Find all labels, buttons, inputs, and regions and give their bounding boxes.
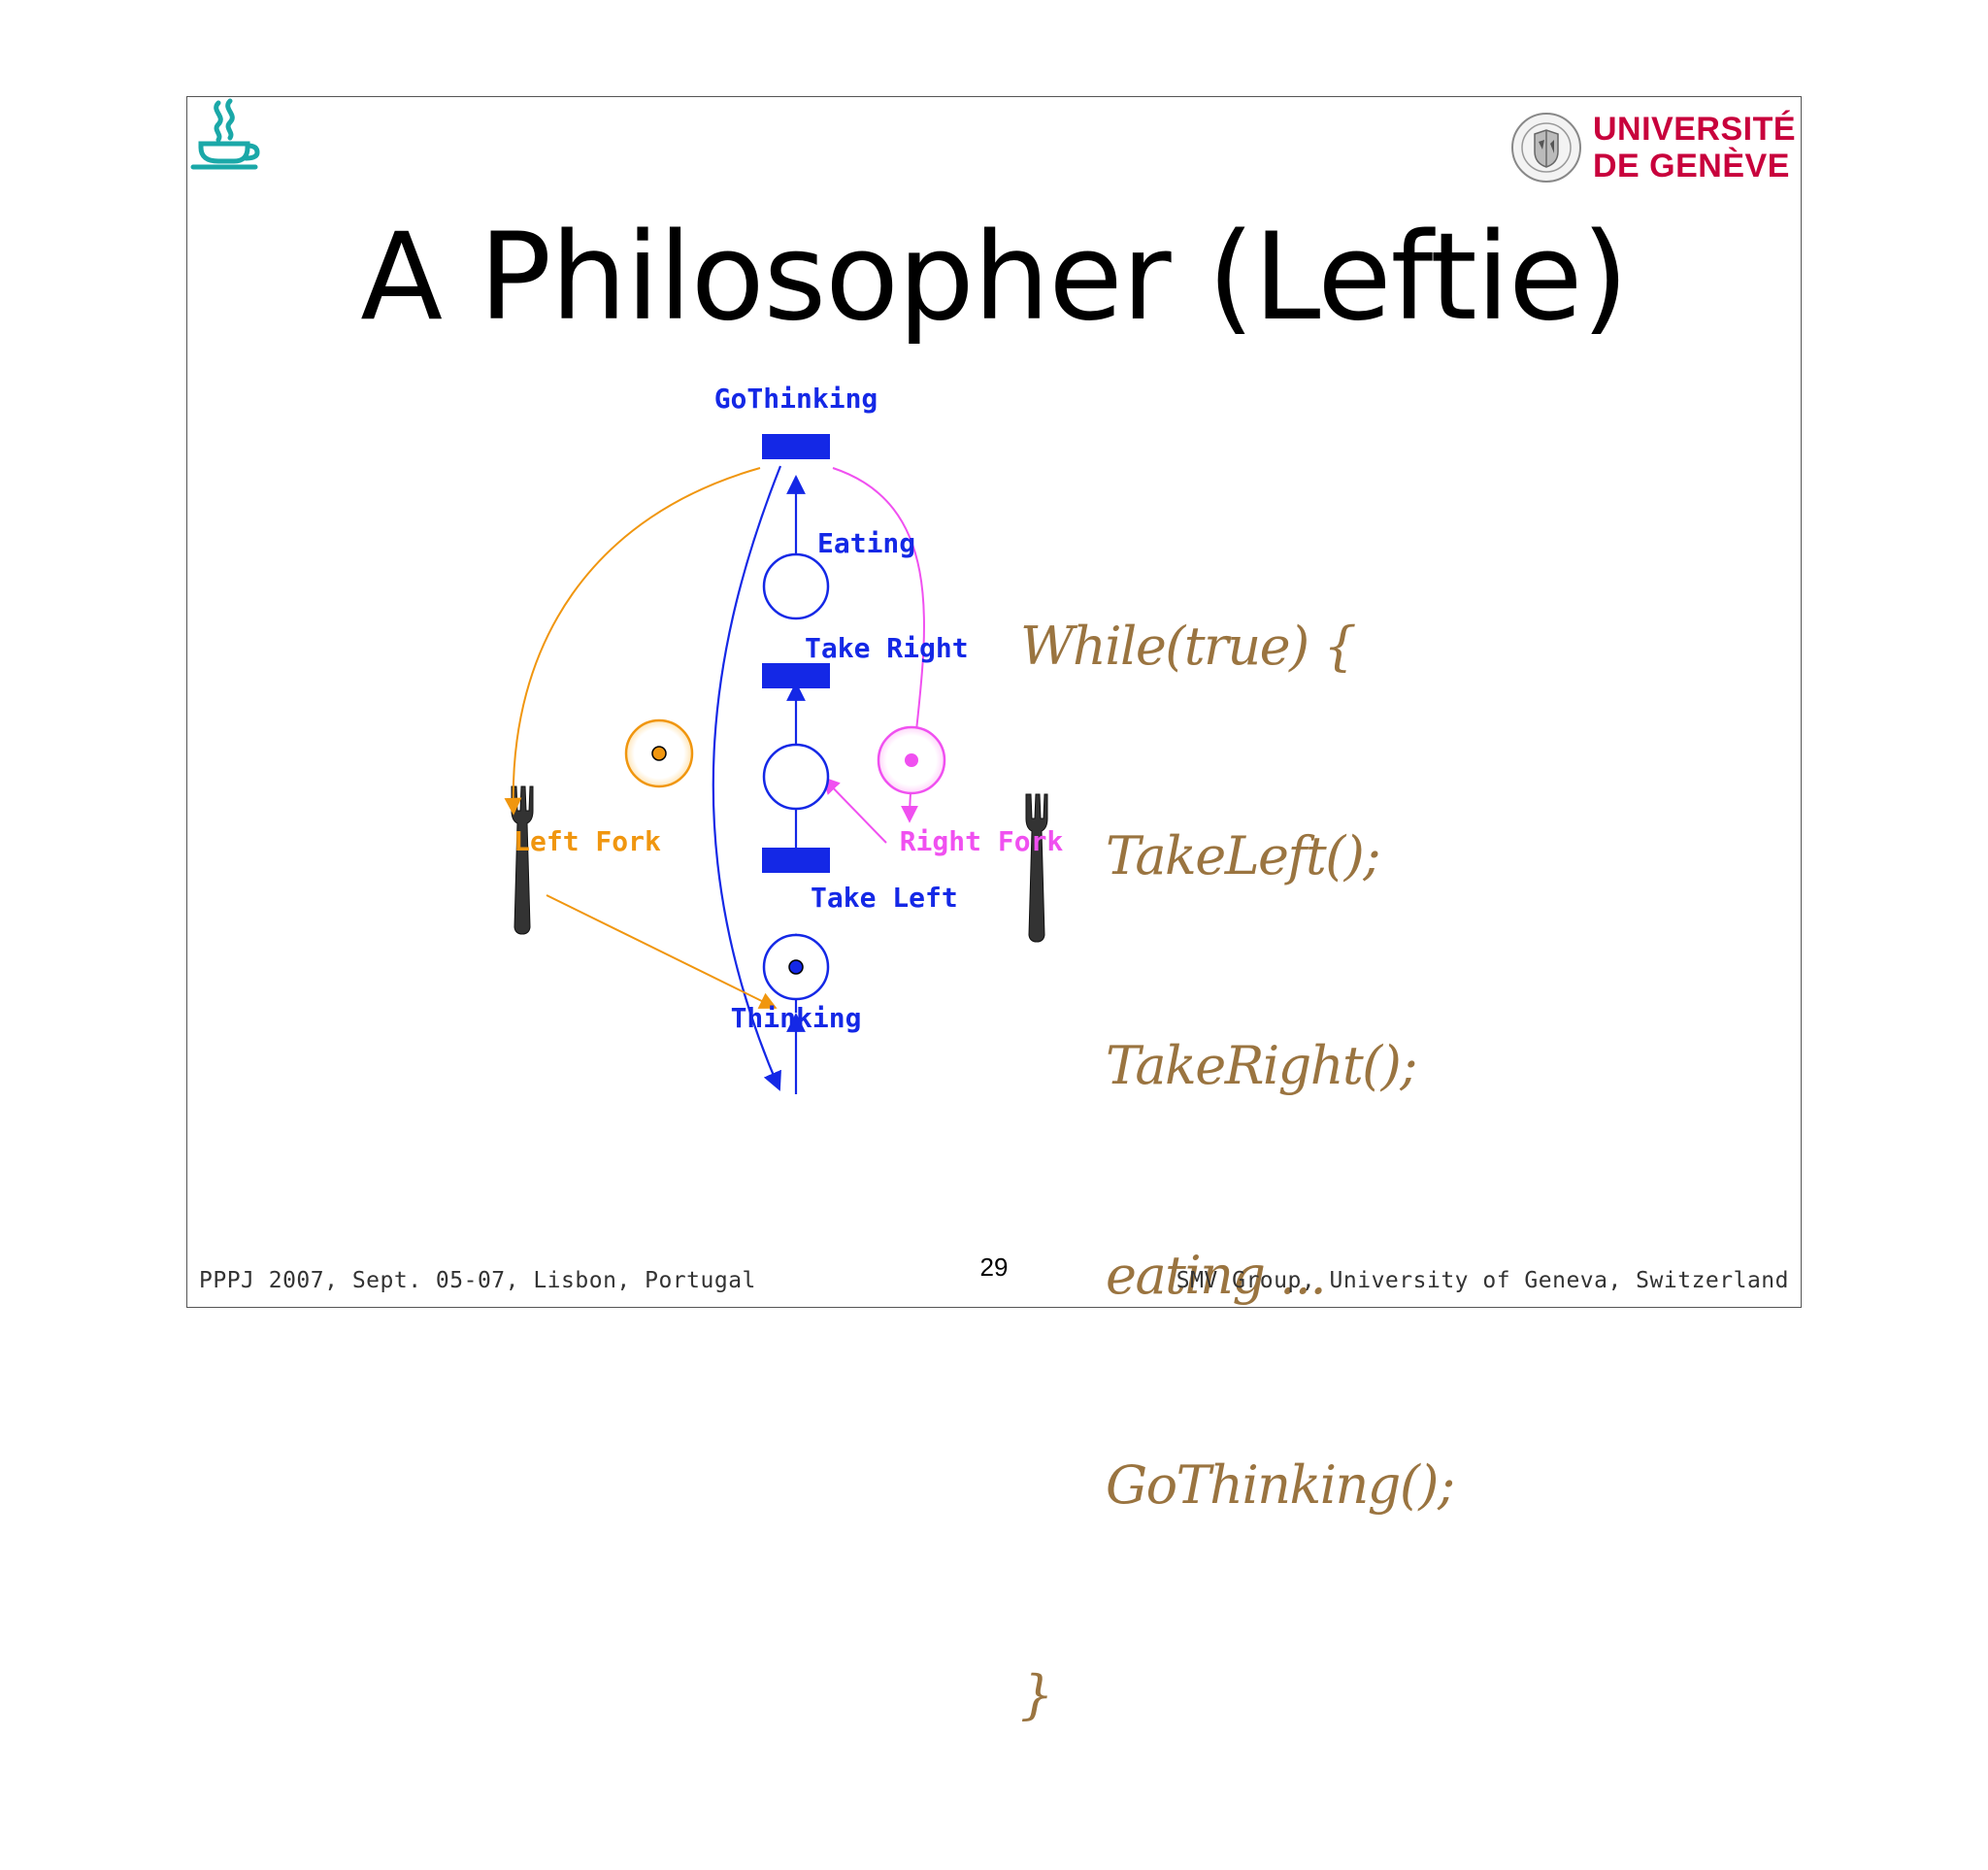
label-thinking: Thinking [731, 1002, 862, 1034]
arc-gothinking-to-leftfork [504, 467, 761, 816]
code-line-3: TakeRight(); [1106, 1035, 1418, 1096]
transition-takeleft [762, 848, 830, 873]
label-take-right: Take Right [805, 632, 969, 664]
label-right-fork: Right Fork [900, 825, 1064, 857]
university-seal-icon [1511, 113, 1581, 183]
university-name: UNIVERSITÉ DE GENÈVE [1593, 111, 1796, 184]
code-line-2: TakeLeft(); [1106, 825, 1381, 886]
code-line-1: While(true) { [1020, 616, 1357, 677]
arc-rightfork-to-takeright [821, 776, 887, 844]
university-line-2: DE GENÈVE [1593, 148, 1790, 184]
code-line-5: GoThinking(); [1106, 1454, 1455, 1516]
arc-gothinking-to-thinking [712, 465, 782, 1091]
university-line-1: UNIVERSITÉ [1593, 111, 1797, 148]
petri-net-diagram: GoThinking Eating Take Right Take Left T… [504, 383, 1064, 1094]
left-fork-token [651, 746, 667, 761]
slide-title: A Philosopher (Leftie) [360, 208, 1629, 348]
code-line-4: eating ... [1106, 1245, 1327, 1306]
left-fork-icon [511, 785, 534, 935]
label-eating: Eating [817, 527, 915, 559]
label-left-fork: Left Fork [514, 825, 661, 857]
university-logo: UNIVERSITÉ DE GENÈVE [1509, 107, 1796, 190]
place-hungry [762, 743, 830, 811]
code-line-6: } [1020, 1664, 1053, 1725]
label-gothinking: GoThinking [714, 383, 878, 415]
thinking-token [788, 959, 804, 975]
pseudo-code: While(true) { TakeLeft(); TakeRight(); e… [1020, 472, 1455, 1870]
place-eating [762, 552, 830, 620]
label-take-left: Take Left [811, 882, 958, 914]
slide: UNIVERSITÉ DE GENÈVE A Philosopher (Left… [186, 96, 1802, 1725]
footer-left: PPPJ 2007, Sept. 05-07, Lisbon, Portugal [199, 1268, 756, 1293]
right-fork-token [905, 753, 918, 767]
arc-leftfork-to-takeleft [546, 894, 778, 1009]
right-fork-icon [1025, 793, 1048, 943]
transition-gothinking [762, 434, 830, 459]
transition-takeright [762, 663, 830, 688]
coffee-cup-icon [190, 98, 260, 170]
footer-right: SMV Group, University of Geneva, Switzer… [1176, 1268, 1789, 1293]
page-number: 29 [979, 1252, 1009, 1282]
